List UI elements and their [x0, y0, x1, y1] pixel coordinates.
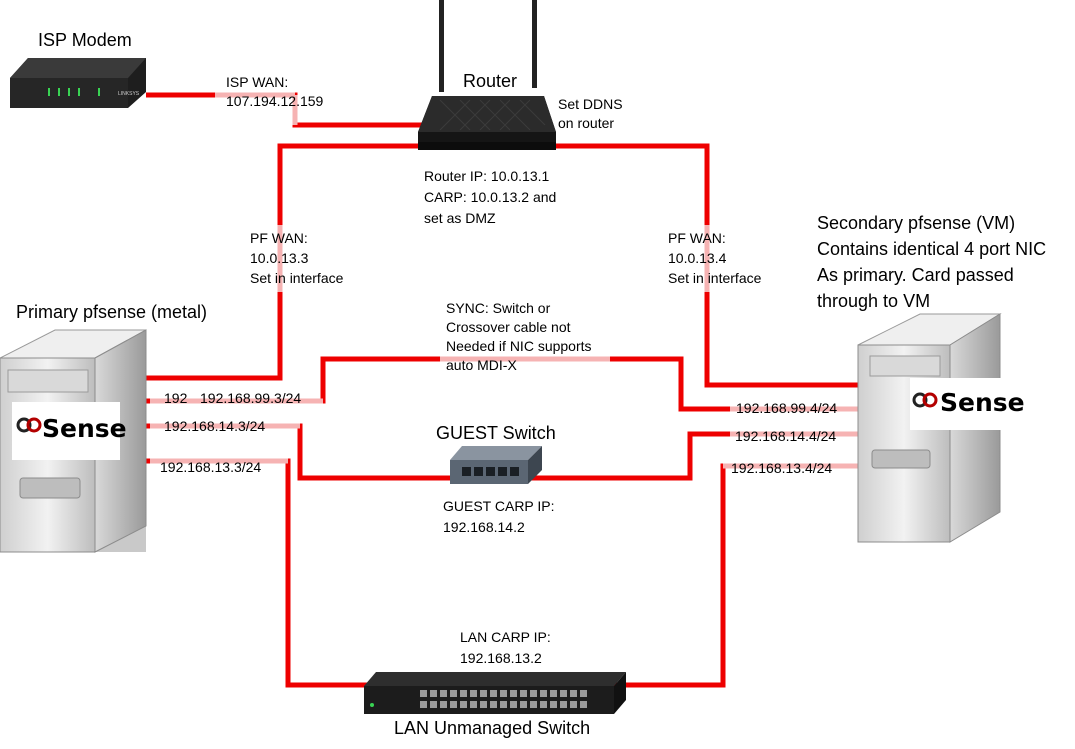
modem-brand: LINKSYS	[118, 91, 140, 97]
router-icon	[418, 0, 556, 150]
guest-switch-title: GUEST Switch	[436, 423, 556, 443]
link-lan-secondary	[595, 463, 858, 688]
pfsense-logo	[12, 402, 120, 460]
switch-icon-guest	[450, 446, 542, 484]
primary-ip-ghost: 192	[164, 390, 188, 406]
router-ip-label: Router IP: 10.0.13.1 CARP: 10.0.13.2 and…	[424, 168, 557, 226]
pf-wan-primary-label: PF WAN: 10.0.13.3 Set in interface	[250, 230, 344, 286]
secondary-guest-ip: 192.168.14.4/24	[735, 428, 837, 444]
secondary-sync-ip: 192.168.99.4/24	[736, 400, 838, 416]
switch-icon-lan	[364, 672, 626, 714]
guest-carp-label: GUEST CARP IP: 192.168.14.2	[443, 498, 555, 535]
primary-sync-ip: 192.168.99.3/24	[200, 390, 302, 406]
pfsense-logo-secondary	[910, 378, 1018, 430]
primary-pfsense-title: Primary pfsense (metal)	[16, 302, 208, 322]
modem-icon: LINKSYS	[10, 58, 146, 108]
pfsense-logo-text-secondary: Sense	[940, 388, 1025, 417]
pf-wan-secondary-label: PF WAN: 10.0.13.4 Set in interface	[668, 230, 762, 286]
secondary-pfsense-description: Secondary pfsense (VM) Contains identica…	[817, 213, 1047, 311]
router-title: Router	[463, 71, 518, 91]
lan-switch-title: LAN Unmanaged Switch	[394, 718, 591, 738]
secondary-lan-ip: 192.168.13.4/24	[731, 460, 833, 476]
pfsense-logo-text-primary: Sense	[42, 414, 127, 443]
isp-wan-label: ISP WAN: 107.194.12.159	[226, 74, 324, 109]
sync-note: SYNC: Switch or Crossover cable not Need…	[446, 300, 592, 373]
ddns-note: Set DDNS on router	[558, 96, 623, 131]
lan-carp-label: LAN CARP IP: 192.168.13.2	[460, 629, 551, 666]
primary-guest-ip: 192.168.14.3/24	[164, 418, 266, 434]
primary-lan-ip: 192.168.13.3/24	[160, 459, 262, 475]
isp-modem-title: ISP Modem	[38, 30, 132, 50]
link-lan	[146, 458, 368, 688]
faded-segments	[150, 92, 858, 469]
